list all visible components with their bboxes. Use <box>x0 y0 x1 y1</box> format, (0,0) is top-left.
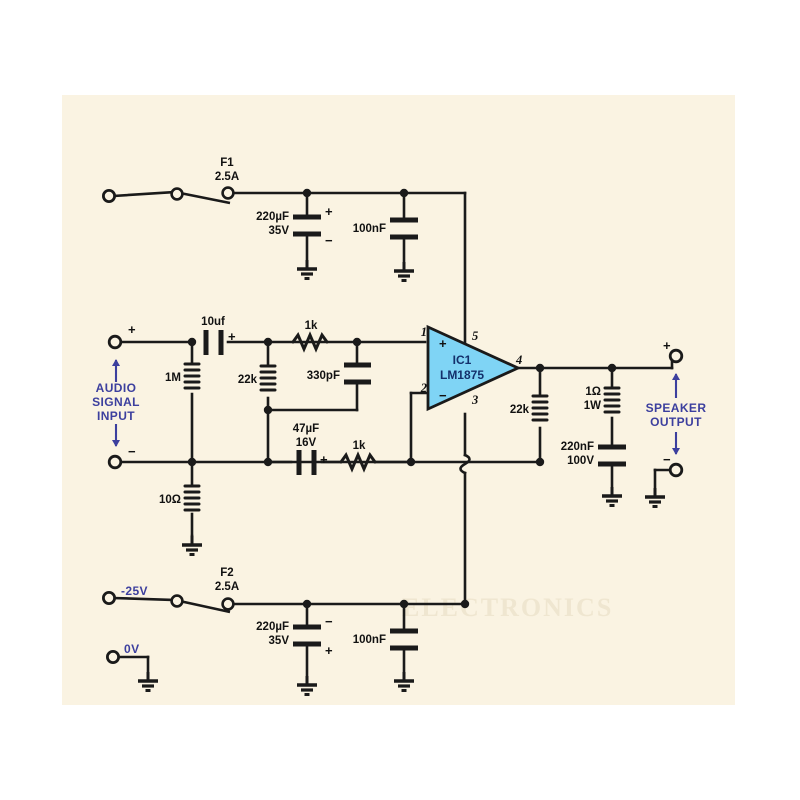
input-plus-symbol: + <box>128 322 136 337</box>
opamp-triangle-body <box>426 324 522 412</box>
input-label-line1: AUDIO <box>96 381 137 395</box>
ic1-partnumber-label: LM1875 <box>440 368 484 382</box>
c1-polarity-plus: + <box>325 204 333 219</box>
r2-value-label: 10Ω <box>159 494 181 506</box>
c5-polarity-plus: + <box>320 452 328 467</box>
ground-symbol-c7 <box>295 674 319 697</box>
r1-value-label: 1M <box>165 372 181 384</box>
ground-symbol-c1 <box>295 258 319 281</box>
capacitor-100nf-bottom: 100nF <box>353 628 418 693</box>
c6-value-label: 220nF <box>561 441 594 453</box>
opamp-noninverting-symbol: + <box>439 336 447 351</box>
terminal-vneg[interactable] <box>102 591 117 606</box>
capacitor-330pf: 330pF <box>307 362 371 385</box>
c5-rating-label: 16V <box>296 437 317 449</box>
speaker-output-annotation: + − SPEAKER OUTPUT <box>646 338 707 467</box>
c7-value-label: 220µF <box>256 621 289 633</box>
wire-network <box>111 190 674 678</box>
c8-value-label: 100nF <box>353 634 386 646</box>
junction-dots <box>187 188 617 609</box>
ground-symbol-c8 <box>392 670 416 693</box>
ground-symbol-zobel <box>600 485 624 508</box>
input-arrow <box>112 359 120 447</box>
f2-ref-label: F2 <box>220 567 233 579</box>
opamp-inverting-symbol: − <box>439 388 447 403</box>
fuse-f2: F2 2.5A <box>170 567 239 614</box>
resistor-1m: 1M <box>165 362 201 390</box>
r6-value-label: 22k <box>510 404 530 416</box>
resistor-1k-bottom: 1k <box>339 440 377 473</box>
wire-hop-pin3 <box>459 453 471 475</box>
capacitor-220nf-100v-zobel: 220nF 100V <box>561 441 626 508</box>
ground-symbol-c2 <box>392 260 416 283</box>
resistor-1ohm-1w-zobel: 1Ω 1W <box>584 386 621 414</box>
input-minus-symbol: − <box>128 444 136 459</box>
c7-rating-label: 35V <box>269 635 290 647</box>
audio-input-annotation: + − AUDIO SIGNAL INPUT <box>92 322 140 459</box>
ic1-designator-label: IC1 <box>453 353 472 367</box>
ground-symbol-0v <box>136 670 160 693</box>
output-label-line1: SPEAKER <box>646 401 707 415</box>
terminal-input-plus[interactable] <box>107 334 123 350</box>
resistor-22k-feedback: 22k <box>510 394 549 422</box>
wire-pos-in <box>111 190 177 198</box>
wire-neg-in <box>111 596 177 602</box>
capacitor-100nf-top: 100nF <box>353 217 418 283</box>
c1-polarity-minus: − <box>325 233 333 248</box>
output-plus-symbol: + <box>663 338 671 353</box>
c4-value-label: 330pF <box>307 370 340 382</box>
pin-1-label: 1 <box>421 325 427 339</box>
input-label-line3: INPUT <box>97 409 135 423</box>
fuse-f1: F1 2.5A <box>170 157 239 205</box>
capacitor-220uf-35v-bottom: 220µF 35V − + <box>256 614 333 697</box>
c2-value-label: 100nF <box>353 223 386 235</box>
output-arrow <box>672 373 680 455</box>
ground-symbol-input <box>180 534 204 557</box>
ground-symbol-speaker <box>643 486 667 509</box>
c1-rating-label: 35V <box>269 225 290 237</box>
terminal-output-minus[interactable] <box>668 462 684 478</box>
f1-rating-label: 2.5A <box>215 171 239 183</box>
resistor-10ohm: 10Ω <box>159 484 201 512</box>
output-minus-symbol: − <box>663 452 671 467</box>
c1-value-label: 220µF <box>256 211 289 223</box>
pin-3-label: 3 <box>471 393 478 407</box>
ground-rail-label: 0V <box>124 642 139 656</box>
f2-rating-label: 2.5A <box>215 581 239 593</box>
pin-4-label: 4 <box>515 353 522 367</box>
capacitor-10uf-input: 10uf + <box>201 316 236 355</box>
terminal-output-plus[interactable] <box>668 348 684 364</box>
r5-value-label: 1k <box>353 440 366 452</box>
terminal-vpos[interactable] <box>102 188 117 203</box>
output-label-line2: OUTPUT <box>650 415 702 429</box>
pin-5-label: 5 <box>472 329 478 343</box>
ic1-lm1875-opamp[interactable]: + − IC1 LM1875 1 2 5 3 4 <box>420 324 523 412</box>
f1-ref-label: F1 <box>220 157 234 169</box>
c6-rating-label: 100V <box>567 455 594 467</box>
c3-polarity-plus: + <box>228 329 236 344</box>
negative-rail-label: -25V <box>121 584 148 598</box>
r7-rating-label: 1W <box>584 400 601 412</box>
c7-polarity-minus: − <box>325 614 333 629</box>
terminal-gnd[interactable] <box>106 650 121 665</box>
resistor-22k-input: 22k <box>238 364 277 392</box>
capacitor-47uf-16v: 47µF 16V + <box>293 423 328 475</box>
c3-value-label: 10uf <box>201 316 225 328</box>
c7-polarity-plus: + <box>325 643 333 658</box>
resistor-1k-top: 1k <box>291 320 329 353</box>
r3-value-label: 22k <box>238 374 258 386</box>
r4-value-label: 1k <box>305 320 318 332</box>
r7-value-label: 1Ω <box>585 386 601 398</box>
capacitor-220uf-35v-top: 220µF 35V + − <box>256 204 333 281</box>
pin-2-label: 2 <box>420 381 427 395</box>
c5-value-label: 47µF <box>293 423 319 435</box>
terminal-input-minus[interactable] <box>107 454 123 470</box>
input-label-line2: SIGNAL <box>92 395 140 409</box>
